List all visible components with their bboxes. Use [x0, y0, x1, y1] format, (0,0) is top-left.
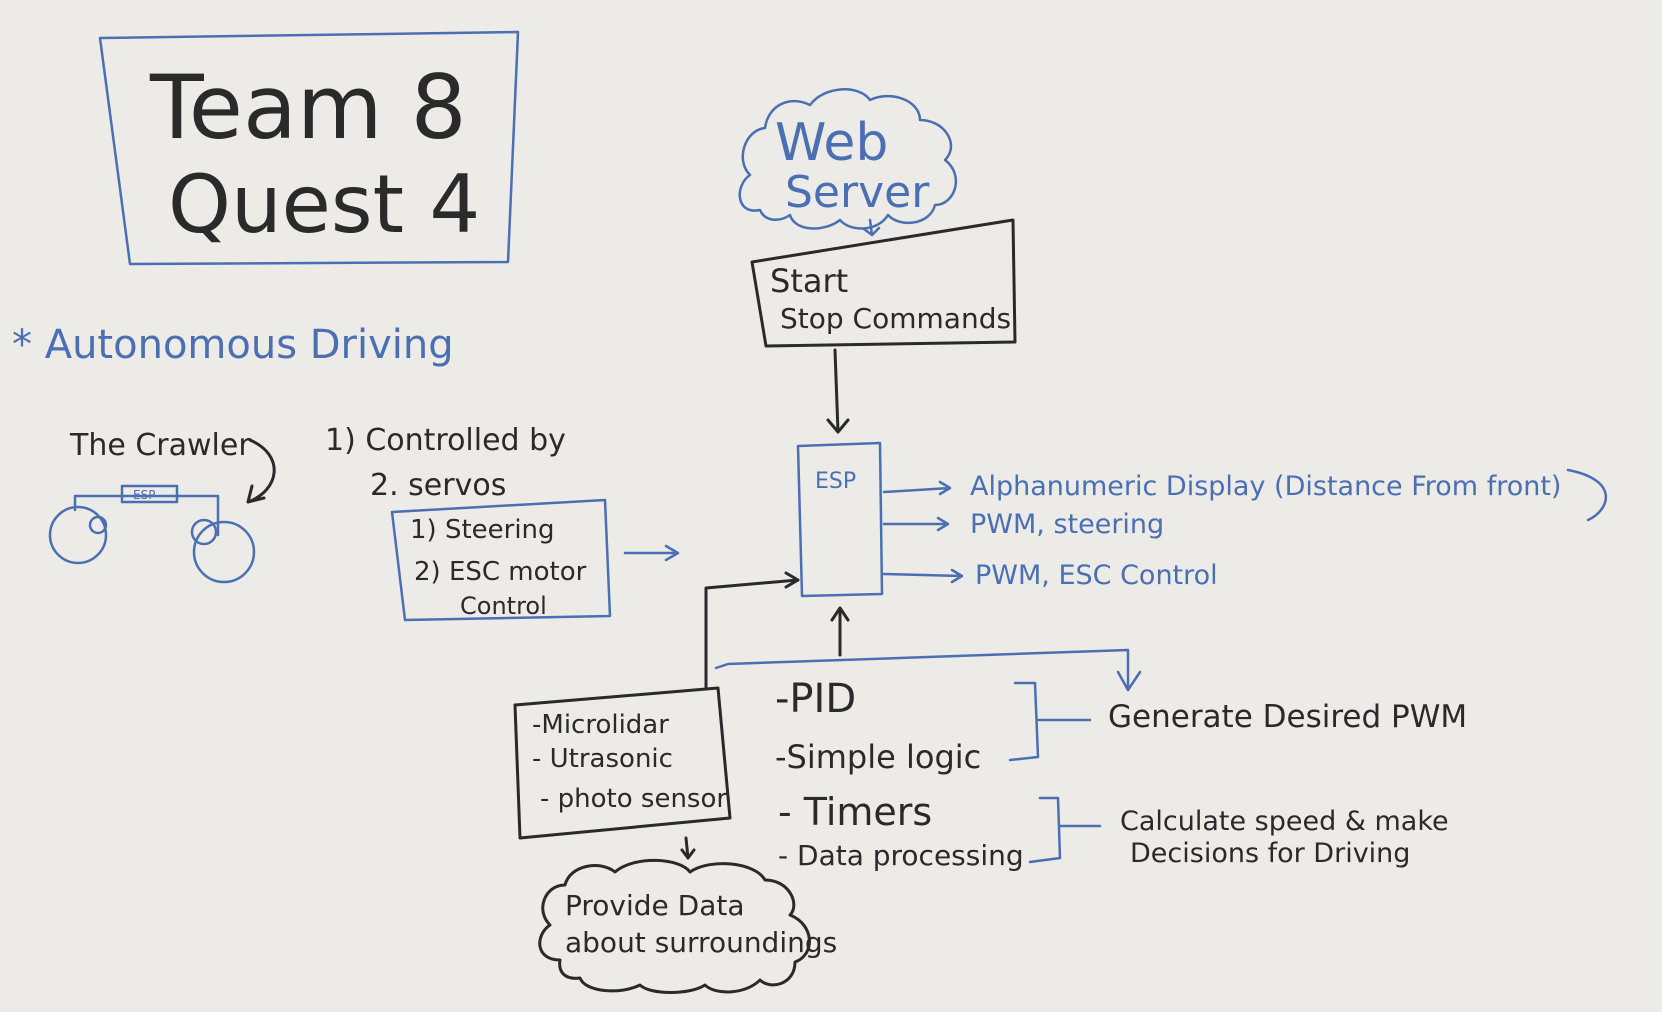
servo-arrow	[623, 544, 680, 562]
provide-data-line-2: about surroundings	[565, 926, 837, 959]
sensor-1: -Microlidar	[532, 710, 669, 740]
title-box: Team 8 Quest 4	[98, 30, 520, 266]
commands-to-esp-arrow	[826, 348, 850, 434]
sensors-to-esp-arrow	[704, 571, 800, 690]
results: Generate Desired PWM Calculate speed & m…	[1008, 681, 1467, 869]
output-1: Alphanumeric Display (Distance From fron…	[970, 471, 1561, 502]
servo-item-2: 2) ESC motor	[414, 557, 587, 587]
commands-line-1: Start	[770, 262, 848, 300]
provide-data-line-1: Provide Data	[565, 889, 745, 922]
crawler-chip-label: ESP	[133, 488, 155, 502]
crawler-label: The Crawler	[69, 428, 251, 463]
sensor-2: - Utrasonic	[532, 744, 673, 774]
output-3: PWM, ESC Control	[975, 560, 1218, 591]
servo-intro-2: 2. servos	[370, 468, 506, 503]
result-pwm: Generate Desired PWM	[1108, 699, 1467, 735]
crawler-wheel-right	[192, 520, 256, 584]
commands-box: Start Stop Commands	[750, 218, 1017, 434]
web-server-line-1: Web	[775, 113, 888, 173]
output-2: PWM, steering	[970, 509, 1164, 540]
title-line-2: Quest 4	[168, 158, 480, 251]
servo-intro-1: 1) Controlled by	[325, 423, 566, 458]
servo-item-1: 1) Steering	[410, 515, 555, 545]
esp-box: ESP	[796, 441, 884, 598]
commands-line-2: Stop Commands	[780, 302, 1011, 335]
result-decide-1: Calculate speed & make	[1120, 806, 1449, 837]
servo-item-3: Control	[460, 592, 547, 620]
crawler-wheel-left	[48, 505, 108, 565]
esp-outputs: Alphanumeric Display (Distance From fron…	[882, 468, 1608, 591]
task-1: -PID	[775, 676, 856, 722]
crawler-arrow	[246, 438, 276, 504]
web-server-line-2: Server	[785, 167, 930, 218]
task-3: - Timers	[778, 790, 932, 834]
title-line-1: Team 8	[149, 56, 467, 159]
processing-connectors	[714, 606, 1142, 692]
crawler-sketch: The Crawler ESP	[48, 428, 276, 584]
provide-data-cloud: Provide Data about surroundings	[538, 858, 837, 994]
web-server-cloud: Web Server	[738, 88, 957, 237]
servo-box	[390, 498, 612, 622]
task-4: - Data processing	[778, 839, 1024, 872]
task-2: -Simple logic	[775, 738, 981, 776]
sensor-3: - photo sensor	[540, 784, 727, 814]
servo-section: 1) Controlled by 2. servos 1) Steering 2…	[325, 423, 680, 622]
tasks-list: -PID -Simple logic - Timers - Data proce…	[775, 676, 1024, 872]
topic-heading: * Autonomous Driving	[12, 322, 454, 368]
result-decide-2: Decisions for Driving	[1130, 838, 1410, 869]
crawler-esp-chip	[120, 484, 179, 504]
esp-label: ESP	[815, 469, 856, 494]
sensors-box: -Microlidar - Utrasonic - photo sensor	[513, 571, 800, 860]
